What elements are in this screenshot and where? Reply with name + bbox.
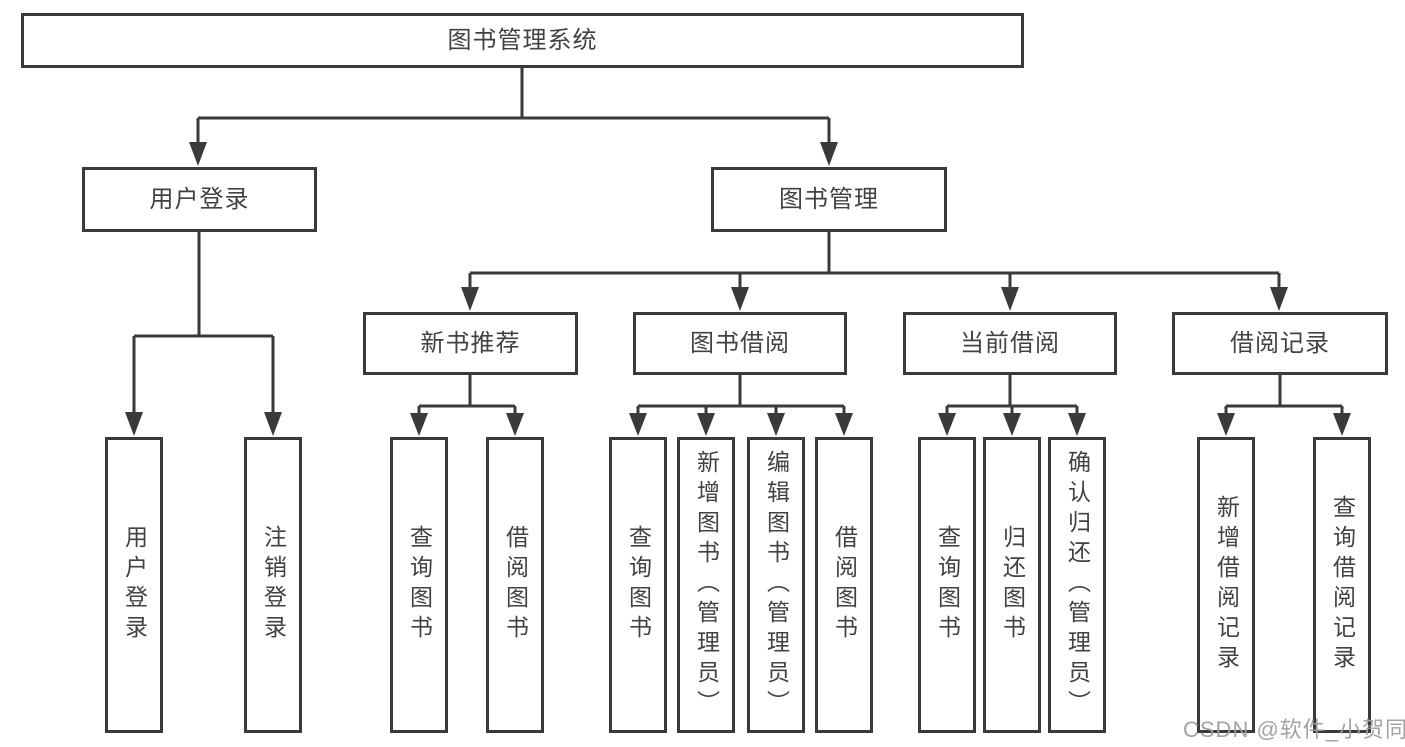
leaf-return-books: 归还图书 bbox=[983, 437, 1041, 733]
leaf-confirm-return-admin: 确认归还（管理员） bbox=[1048, 437, 1106, 733]
node-library-management-system: 图书管理系统 bbox=[21, 13, 1024, 68]
leaf-edit-book-admin: 编辑图书（管理员） bbox=[747, 437, 805, 733]
arrowheads bbox=[125, 142, 1351, 436]
leaf-add-book-admin: 新增图书（管理员） bbox=[677, 437, 735, 733]
node-new-book-recommendation: 新书推荐 bbox=[363, 312, 578, 375]
leaf-query-books-current: 查询图书 bbox=[918, 437, 976, 733]
node-current-borrowing: 当前借阅 bbox=[903, 312, 1117, 375]
leaf-query-books-recommend: 查询图书 bbox=[390, 437, 448, 733]
node-user-login: 用户登录 bbox=[82, 167, 317, 232]
leaf-query-borrow-record: 查询借阅记录 bbox=[1313, 437, 1371, 733]
leaf-borrow-books-recommend: 借阅图书 bbox=[486, 437, 544, 733]
node-book-borrowing: 图书借阅 bbox=[633, 312, 847, 375]
watermark: CSDN @软件_小贺同学 bbox=[1183, 717, 1405, 742]
leaf-user-login: 用户登录 bbox=[105, 437, 163, 733]
node-book-management: 图书管理 bbox=[711, 167, 947, 232]
leaf-add-borrow-record: 新增借阅记录 bbox=[1197, 437, 1255, 733]
leaf-borrow-books-borrowing: 借阅图书 bbox=[815, 437, 873, 733]
node-borrowing-records: 借阅记录 bbox=[1172, 312, 1388, 375]
leaf-logout-login: 注销登录 bbox=[244, 437, 302, 733]
leaf-query-books-borrowing: 查询图书 bbox=[609, 437, 667, 733]
